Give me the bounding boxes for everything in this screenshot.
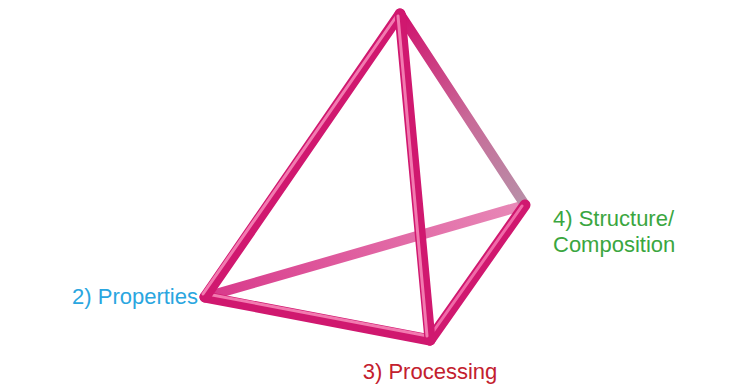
vertex-label: 3) Processing [363, 359, 498, 385]
tetrahedron-edges [203, 14, 525, 340]
vertex-label: 2) Properties [72, 284, 198, 310]
vertex-label: 4) Structure/ Composition [553, 206, 693, 259]
